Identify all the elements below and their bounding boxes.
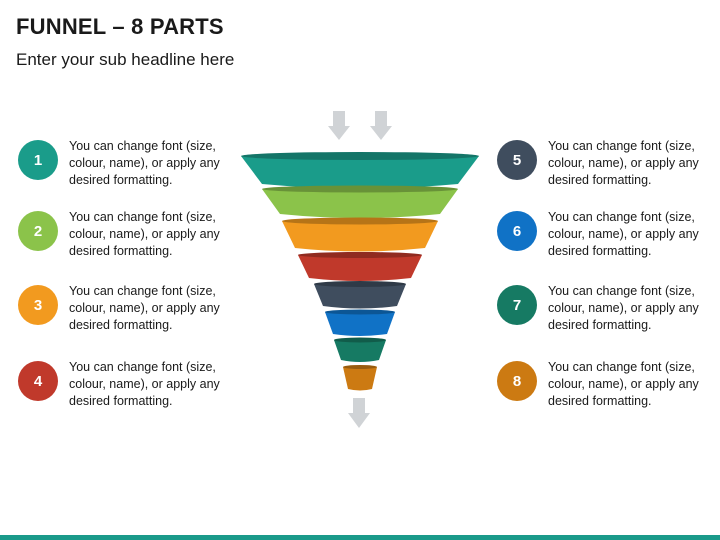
badge-4: 4: [18, 361, 58, 401]
badge-8: 8: [497, 361, 537, 401]
funnel-item-8: 8 You can change font (size, colour, nam…: [497, 360, 717, 411]
item-8-text: You can change font (size, colour, name)…: [548, 360, 699, 408]
item-1-text: You can change font (size, colour, name)…: [69, 139, 220, 187]
badge-3: 3: [18, 285, 58, 325]
item-3-text: You can change font (size, colour, name)…: [69, 284, 220, 332]
funnel-layer-2: [262, 185, 458, 218]
funnel-item-2: 2 You can change font (size, colour, nam…: [18, 210, 238, 261]
funnel-layer-1: [241, 152, 479, 189]
funnel-layer-7: [334, 337, 386, 362]
funnel-item-7: 7 You can change font (size, colour, nam…: [497, 284, 717, 335]
arrow-down-icon: [370, 111, 392, 140]
funnel-item-1: 1 You can change font (size, colour, nam…: [18, 139, 238, 190]
funnel-layer-6: [325, 309, 395, 336]
badge-2: 2: [18, 211, 58, 251]
arrow-down-icon: [328, 111, 350, 140]
badge-6: 6: [497, 211, 537, 251]
funnel-layer-3: [282, 217, 438, 252]
funnel-item-3: 3 You can change font (size, colour, nam…: [18, 284, 238, 335]
funnel-item-5: 5 You can change font (size, colour, nam…: [497, 139, 717, 190]
funnel-layer-4: [298, 252, 422, 281]
badge-1: 1: [18, 140, 58, 180]
item-7-text: You can change font (size, colour, name)…: [548, 284, 699, 332]
funnel-item-6: 6 You can change font (size, colour, nam…: [497, 210, 717, 261]
badge-5: 5: [497, 140, 537, 180]
item-4-text: You can change font (size, colour, name)…: [69, 360, 220, 408]
page-title: FUNNEL – 8 PARTS: [16, 14, 224, 39]
arrow-down-icon: [348, 398, 370, 428]
accent-bar: [0, 535, 720, 540]
funnel-item-4: 4 You can change font (size, colour, nam…: [18, 360, 238, 411]
item-6-text: You can change font (size, colour, name)…: [548, 210, 699, 258]
page-subtitle: Enter your sub headline here: [16, 50, 235, 69]
item-2-text: You can change font (size, colour, name)…: [69, 210, 220, 258]
funnel-layer-5: [314, 281, 406, 309]
badge-7: 7: [497, 285, 537, 325]
funnel-layer-8: [343, 365, 377, 391]
item-5-text: You can change font (size, colour, name)…: [548, 139, 699, 187]
